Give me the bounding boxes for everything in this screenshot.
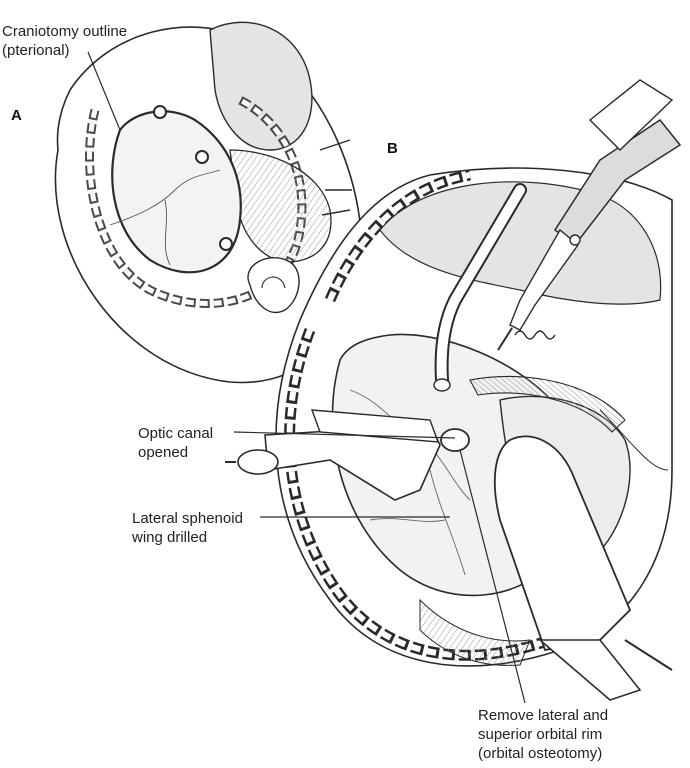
panel-a-drawing bbox=[54, 21, 363, 384]
orbital-rim bbox=[469, 375, 626, 433]
panel-label-a: A bbox=[11, 107, 22, 124]
brain-retractor-right bbox=[493, 435, 673, 701]
panel-label-b: B bbox=[387, 140, 398, 157]
lower-temporalis bbox=[419, 598, 531, 666]
panel-b-drawing bbox=[225, 79, 682, 701]
ear bbox=[247, 257, 300, 313]
drill-handpiece bbox=[497, 79, 682, 351]
burr-hole-1 bbox=[153, 105, 167, 119]
leader-craniotomy bbox=[87, 51, 121, 131]
optic-canal bbox=[440, 428, 470, 452]
label-craniotomy-outline: Craniotomy outline (pterional) bbox=[2, 23, 128, 59]
retractor-knob bbox=[237, 449, 279, 475]
brain-retractor-left bbox=[225, 409, 441, 501]
leader-orbital bbox=[459, 449, 526, 704]
leader-lines bbox=[87, 51, 526, 704]
burr-hole-2 bbox=[195, 150, 209, 164]
leader-optic bbox=[233, 431, 456, 439]
scalp-flap bbox=[209, 21, 313, 151]
label-orbital-osteotomy: Remove lateral and superior orbital rim … bbox=[478, 707, 609, 762]
label-sphenoid-wing: Lateral sphenoid wing drilled bbox=[132, 510, 243, 546]
label-optic-canal: Optic canal opened bbox=[138, 425, 214, 461]
burr-hole-3 bbox=[219, 237, 233, 251]
craniotomy-bone-flap bbox=[111, 110, 242, 274]
temporalis-muscle bbox=[229, 149, 332, 263]
